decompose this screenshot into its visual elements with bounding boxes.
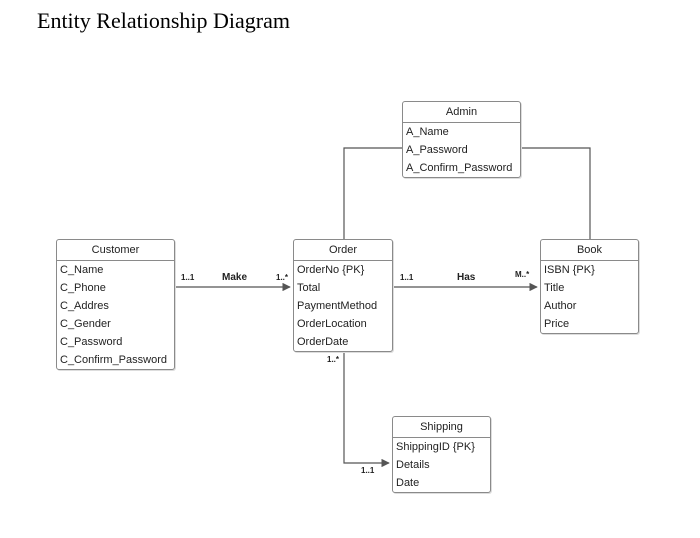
- make-relationship-label: Make: [222, 272, 248, 283]
- attribute-item: C_Confirm_Password: [60, 354, 167, 366]
- ships-to-cardinality: 1..1: [361, 466, 375, 475]
- attribute-item: C_Addres: [60, 300, 109, 312]
- attribute-item: A_Confirm_Password: [406, 162, 513, 174]
- admin-entity[interactable]: Admin A_Name A_Password A_Confirm_Passwo…: [402, 101, 521, 178]
- book-attributes: ISBN {PK} Title Author Price: [541, 261, 638, 333]
- attribute-item: C_Name: [60, 264, 104, 276]
- attribute-item: A_Name: [406, 126, 449, 138]
- book-entity-name: Book: [541, 240, 638, 261]
- admin-attributes: A_Name A_Password A_Confirm_Password: [403, 123, 520, 177]
- attribute-item: C_Password: [60, 336, 123, 348]
- shipping-entity-name: Shipping: [393, 417, 490, 438]
- make-from-cardinality: 1..1: [181, 273, 195, 282]
- order-entity-name: Order: [294, 240, 392, 261]
- attribute-item: ShippingID {PK}: [396, 441, 475, 453]
- admin-entity-name: Admin: [403, 102, 520, 123]
- order-shipping-line: [343, 350, 390, 468]
- attribute-item: OrderNo {PK}: [297, 264, 365, 276]
- attribute-item: Author: [544, 300, 577, 312]
- attribute-item: Total: [297, 282, 321, 294]
- shipping-entity[interactable]: Shipping ShippingID {PK} Details Date: [392, 416, 491, 493]
- attribute-item: OrderDate: [297, 336, 349, 348]
- attribute-item: Price: [544, 318, 570, 330]
- attribute-item: A_Password: [406, 144, 468, 156]
- attribute-item: ISBN {PK}: [544, 264, 595, 276]
- attribute-item: Date: [396, 477, 420, 489]
- has-relationship-label: Has: [457, 272, 476, 283]
- order-entity[interactable]: Order OrderNo {PK} Total PaymentMethod O…: [293, 239, 393, 352]
- order-attributes: OrderNo {PK} Total PaymentMethod OrderLo…: [294, 261, 392, 351]
- attribute-item: Details: [396, 459, 430, 471]
- attribute-item: PaymentMethod: [297, 300, 378, 312]
- admin-book-line: [520, 147, 591, 240]
- has-from-cardinality: 1..1: [400, 273, 414, 282]
- make-to-cardinality: 1..*: [276, 273, 289, 282]
- admin-order-line: [343, 147, 402, 240]
- attribute-item: OrderLocation: [297, 318, 367, 330]
- customer-attributes: C_Name C_Phone C_Addres C_Gender C_Passw…: [57, 261, 174, 369]
- shipping-attributes: ShippingID {PK} Details Date: [393, 438, 490, 492]
- attribute-item: C_Gender: [60, 318, 111, 330]
- attribute-item: Title: [544, 282, 565, 294]
- attribute-item: C_Phone: [60, 282, 106, 294]
- page-title: Entity Relationship Diagram: [37, 8, 290, 33]
- ships-from-cardinality: 1..*: [327, 355, 340, 364]
- customer-entity[interactable]: Customer C_Name C_Phone C_Addres C_Gende…: [56, 239, 175, 370]
- has-to-cardinality: M..*: [515, 270, 530, 279]
- customer-entity-name: Customer: [57, 240, 174, 261]
- book-entity[interactable]: Book ISBN {PK} Title Author Price: [540, 239, 639, 334]
